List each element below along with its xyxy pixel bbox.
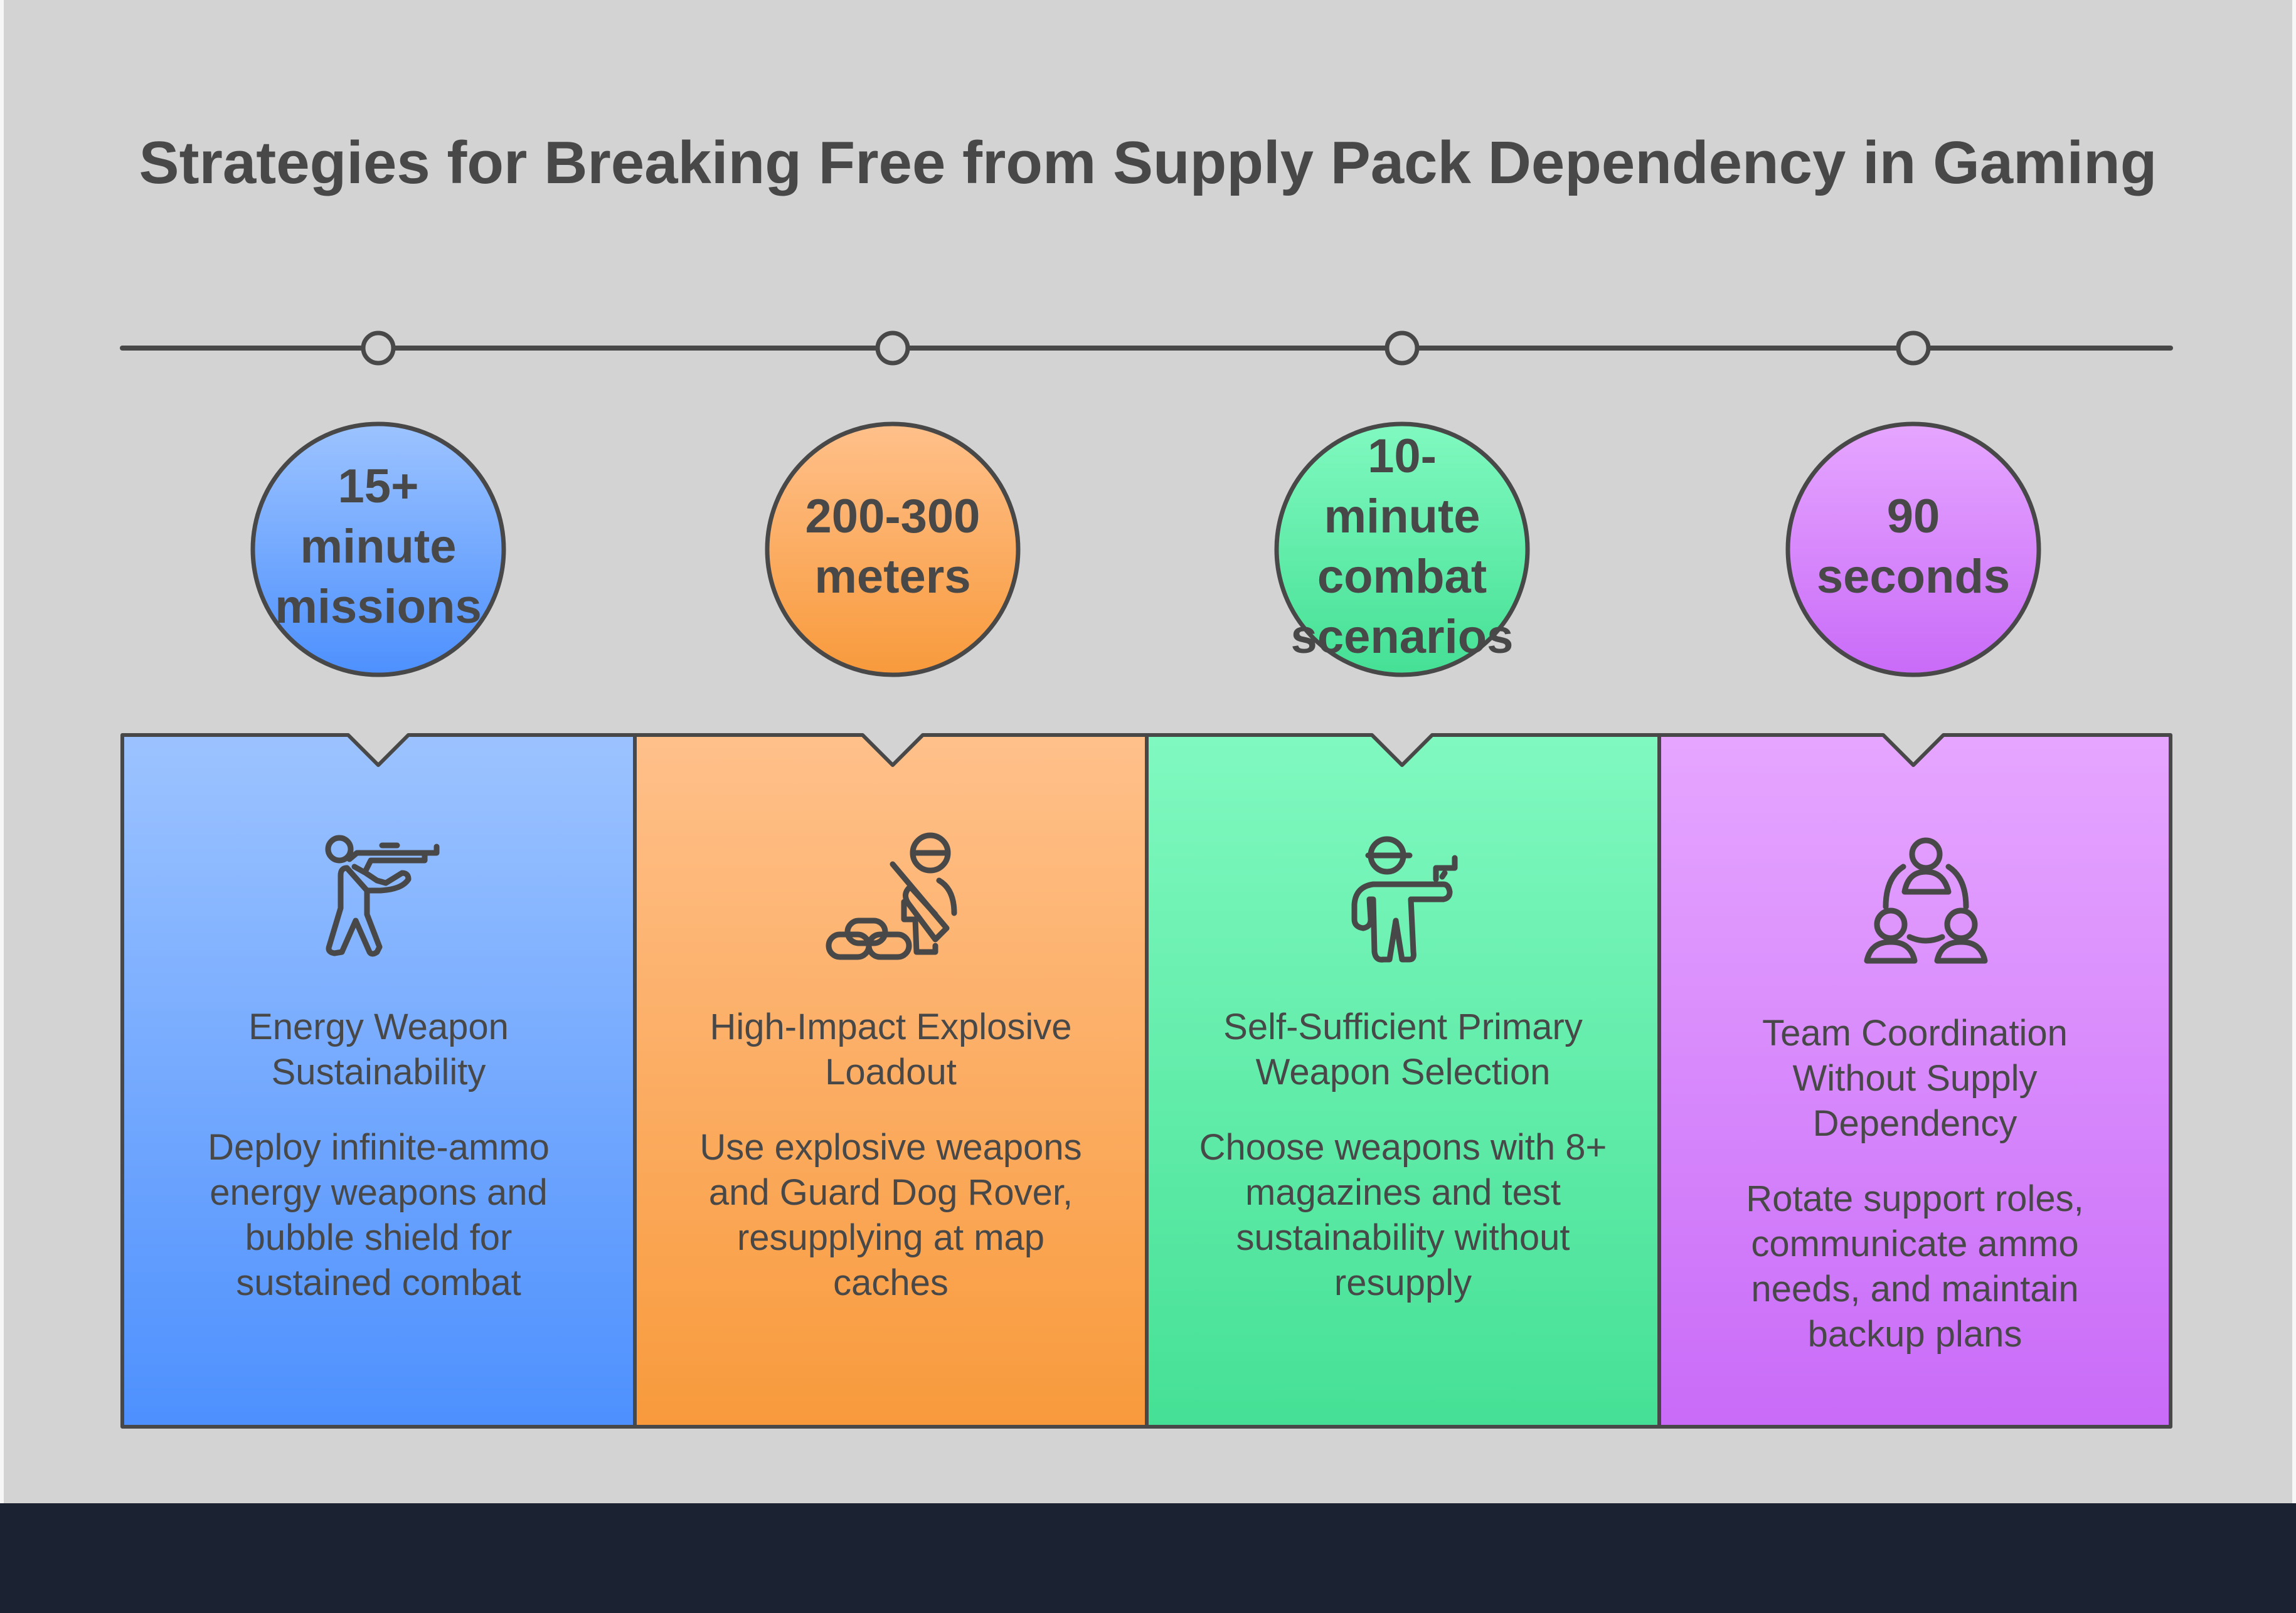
strategy-text: Team Coordination Without Supply Depende… xyxy=(1709,1011,2120,1357)
metric-badge xyxy=(1274,421,1530,677)
strategy-panel xyxy=(1657,733,2172,1429)
metric-badge-label: 200-300 meters xyxy=(805,490,981,603)
metric-badge xyxy=(1785,421,2041,677)
strategy-heading: Self-Sufficient Primary Weapon Selection xyxy=(1223,1007,1583,1092)
strategy-panel xyxy=(633,733,1149,1429)
team-network-icon xyxy=(1864,837,1988,964)
pistol-shooter-icon xyxy=(1351,836,1458,963)
strategy-text: Self-Sufficient Primary Weapon Selection… xyxy=(1197,1005,1609,1306)
strategy-description: Rotate support roles, communicate ammo n… xyxy=(1746,1178,2084,1355)
strategy-panel xyxy=(1145,733,1661,1429)
strategy-heading: High-Impact Explosive Loadout xyxy=(710,1007,1072,1092)
strategy-heading: Energy Weapon Sustainability xyxy=(248,1007,509,1092)
metric-badge-label: 15+ minute missions xyxy=(275,460,482,633)
timeline-node xyxy=(1385,331,1420,366)
footer-bar xyxy=(0,1503,2296,1613)
strategy-description: Deploy infinite-ammo energy weapons and … xyxy=(208,1127,550,1303)
strategy-description: Use explosive weapons and Guard Dog Rove… xyxy=(699,1127,1082,1303)
metric-badge xyxy=(250,421,506,677)
timeline-node xyxy=(361,331,396,366)
timeline-node xyxy=(875,331,910,366)
page-title: Strategies for Breaking Free from Supply… xyxy=(139,129,2157,196)
strategy-heading: Team Coordination Without Supply Depende… xyxy=(1762,1013,2068,1144)
strategy-description: Choose weapons with 8+ magazines and tes… xyxy=(1199,1127,1607,1303)
soldier-sandbags-icon xyxy=(826,832,957,960)
metric-badge-label: 10- minute combat scenarios xyxy=(1290,430,1514,664)
strategy-panel xyxy=(120,733,637,1429)
rifle-shooter-icon xyxy=(325,835,440,957)
metric-badge-label: 90 seconds xyxy=(1816,490,2011,603)
timeline-node xyxy=(1896,331,1931,366)
metric-badge xyxy=(765,421,1021,677)
